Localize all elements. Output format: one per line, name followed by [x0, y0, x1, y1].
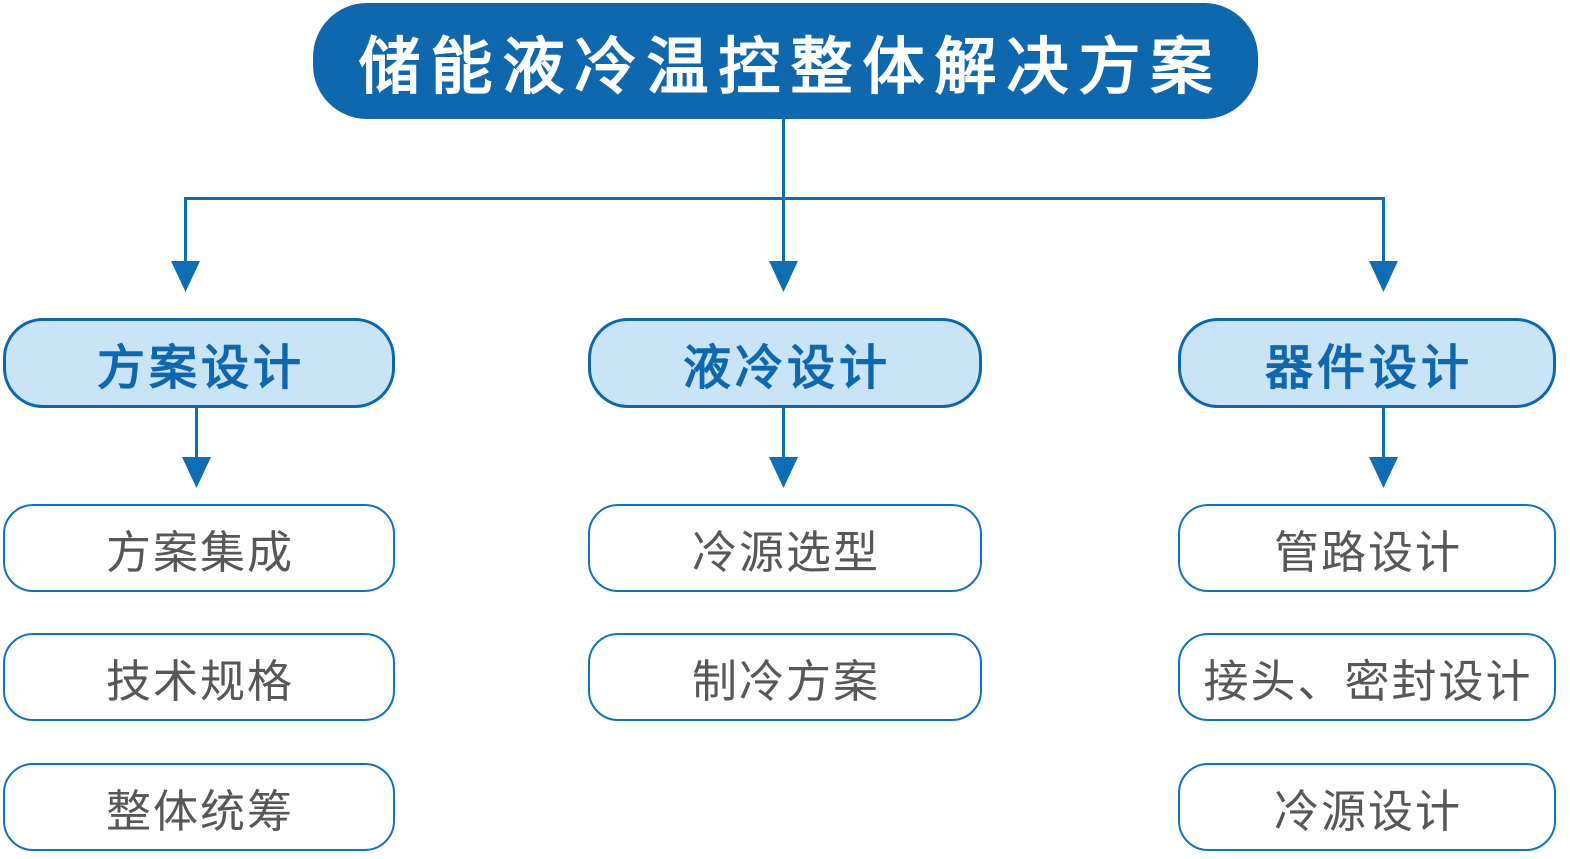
branch-node-2: 液冷设计	[588, 318, 982, 408]
arrow-down-icon	[1369, 457, 1398, 488]
arrow-down-icon	[182, 457, 211, 488]
root-node: 储能液冷温控整体解决方案	[313, 3, 1258, 119]
branch-node-3: 器件设计	[1178, 318, 1556, 408]
arrow-down-icon	[769, 457, 798, 488]
leaf-node-1-3: 整体统筹	[3, 763, 395, 851]
leaf-node-label: 制冷方案	[691, 655, 880, 707]
root-node-label: 储能液冷温控整体解决方案	[358, 33, 1223, 102]
arrow-down-icon	[1369, 261, 1398, 292]
leaf-node-1-2: 技术规格	[3, 633, 395, 721]
arrow-down-icon	[171, 261, 200, 292]
leaf-node-3-2: 接头、密封设计	[1178, 633, 1556, 721]
branch-node-label: 液冷设计	[682, 342, 891, 395]
tier1-connector-lines	[184, 119, 1385, 459]
leaf-node-label: 整体统筹	[105, 785, 294, 837]
leaf-node-label: 冷源设计	[1273, 785, 1462, 837]
leaf-node-2-2: 制冷方案	[588, 633, 982, 721]
leaf-node-2-1: 冷源选型	[588, 504, 982, 592]
leaf-node-label: 方案集成	[105, 526, 294, 578]
branch-node-1: 方案设计	[3, 318, 395, 408]
leaf-node-label: 冷源选型	[691, 526, 880, 578]
branch-node-label: 器件设计	[1264, 342, 1473, 395]
leaf-node-3-3: 冷源设计	[1178, 763, 1556, 851]
branch-node-label: 方案设计	[96, 342, 305, 395]
leaf-node-1-1: 方案集成	[3, 504, 395, 592]
leaf-node-label: 技术规格	[105, 655, 294, 707]
leaf-node-3-1: 管路设计	[1178, 504, 1556, 592]
leaf-node-label: 管路设计	[1273, 526, 1462, 578]
arrow-down-icon	[769, 261, 798, 292]
leaf-node-label: 接头、密封设计	[1203, 655, 1533, 707]
